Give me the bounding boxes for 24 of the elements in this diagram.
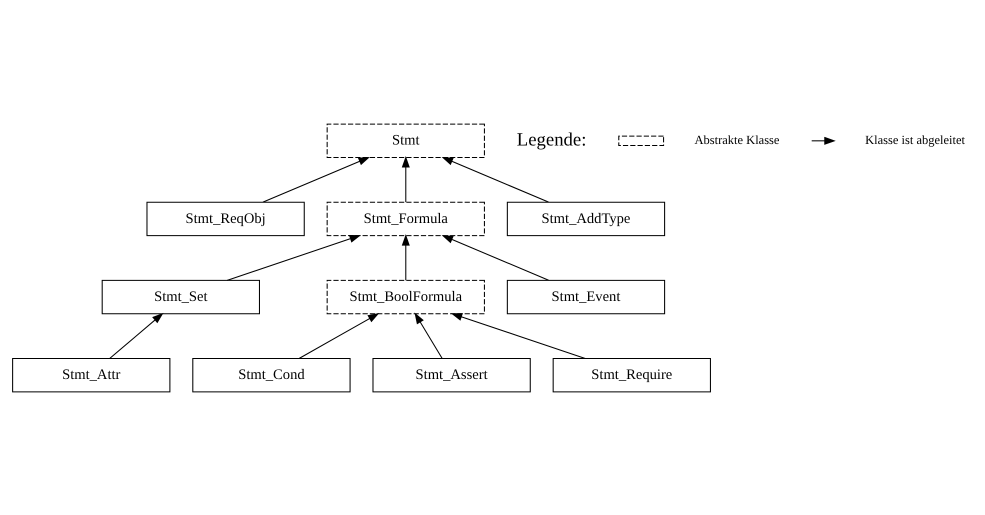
arrow [109,312,164,358]
node-box: Stmt_Formula [326,201,485,236]
node-box: Stmt_Cond [192,357,351,392]
legend-label: Abstrakte Klasse [694,132,780,147]
arrow [450,312,586,358]
node-box: Stmt_ReqObj [146,201,305,236]
legend-label: Klasse ist abgeleitet [865,132,966,147]
node-box: Stmt_Set [102,279,260,314]
arrow [442,156,549,202]
node-box: Stmt_AddType [506,201,666,236]
arrow [299,312,380,358]
arrow [442,234,549,280]
label: Legende: [516,128,586,150]
arrow [227,234,361,280]
node-box: Stmt_Event [506,279,666,314]
node-box: Stmt [326,123,485,158]
node-box: Stmt_Assert [372,357,531,392]
arrow [414,312,443,358]
arrow [402,156,410,202]
node-box: Stmt_Attr [12,357,170,392]
arrow [402,234,410,280]
node-box: Stmt_Require [552,357,711,392]
arrow [262,156,370,202]
node-box: Stmt_BoolFormula [326,279,485,314]
